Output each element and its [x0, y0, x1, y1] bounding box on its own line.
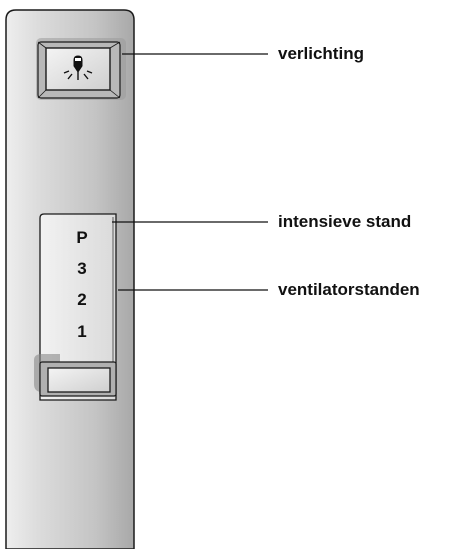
speed-label-2: 2	[77, 290, 87, 309]
light-bulb-icon	[63, 55, 93, 80]
speed-label-1: 1	[77, 322, 87, 341]
label-fan-speeds: ventilatorstanden	[278, 280, 420, 299]
speed-label-3: 3	[77, 259, 87, 278]
speed-label-p: P	[76, 228, 88, 247]
light-button[interactable]	[36, 38, 126, 100]
fan-speed-slider[interactable]	[34, 354, 117, 397]
label-intensive-mode: intensieve stand	[278, 212, 412, 231]
label-lighting: verlichting	[278, 44, 364, 63]
